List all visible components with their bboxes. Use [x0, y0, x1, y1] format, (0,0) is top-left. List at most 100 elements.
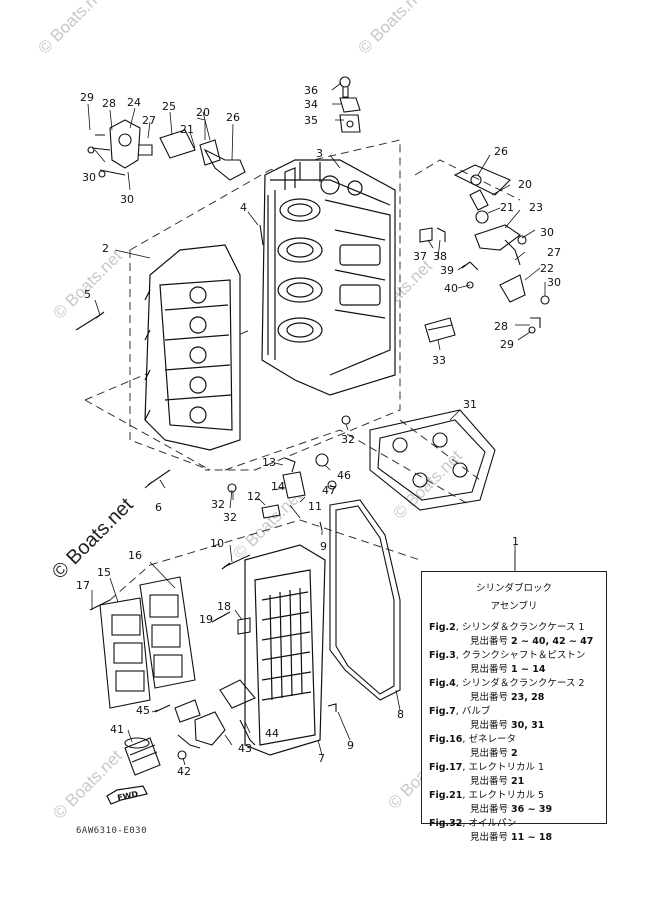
watermark: © Boats.net [34, 0, 111, 58]
callout-30: 30 [120, 193, 134, 206]
legend-row: Fig.16, ゼネレータ [429, 734, 516, 745]
callout-24: 24 [127, 96, 141, 109]
callout-8: 8 [397, 708, 404, 721]
crankcase [144, 244, 241, 451]
callout-34: 34 [304, 98, 318, 111]
legend-ref: 見出番号 2 ~ 40, 42 ~ 47 [470, 636, 594, 647]
callout-28: 28 [102, 97, 116, 110]
callout-32: 32 [211, 498, 225, 511]
callout-7: 7 [318, 752, 325, 765]
callout-15: 15 [97, 566, 111, 579]
legend-ref: 見出番号 1 ~ 14 [470, 664, 546, 675]
legend-row: Fig.32, オイルパン [429, 818, 517, 829]
callout-35: 35 [304, 114, 318, 127]
gasket-16 [139, 576, 196, 689]
callout-38: 38 [433, 250, 447, 263]
legend-row: Fig.2, シリンダ＆クランクケース 1 [429, 622, 585, 633]
callout-43: 43 [238, 742, 252, 755]
callout-30: 30 [547, 276, 561, 289]
callout-40: 40 [444, 282, 458, 295]
callout-23: 23 [529, 201, 543, 214]
callout-3: 3 [316, 147, 323, 160]
callout-1: 1 [512, 535, 519, 548]
callout-42: 42 [177, 765, 191, 778]
callout-9: 9 [347, 739, 354, 752]
callout-46: 46 [337, 469, 351, 482]
legend-ref: 見出番号 21 [470, 776, 525, 787]
callout-26: 26 [494, 145, 508, 158]
callout-32: 32 [341, 433, 355, 446]
sensor-group-top [339, 76, 361, 133]
callout-36: 36 [304, 84, 318, 97]
callout-41: 41 [110, 723, 124, 736]
cylinder-block [261, 159, 396, 396]
callout-31: 31 [463, 398, 477, 411]
thermostat-group-left [87, 119, 246, 181]
callout-12: 12 [247, 490, 261, 503]
callout-27: 27 [547, 246, 561, 259]
bolts [75, 224, 264, 713]
callout-5: 5 [84, 288, 91, 301]
callout-19: 19 [199, 613, 213, 626]
side-watermark: © Boats.net [48, 494, 138, 584]
watermark: © Boats.net [49, 246, 126, 323]
fwd-arrow-icon: FWD [106, 785, 148, 805]
callout-21: 21 [500, 201, 514, 214]
assembly-legend: シリンダブロック アセンブリ Fig.2, シリンダ＆クランクケース 1 見出番… [421, 571, 607, 843]
callout-25: 25 [162, 100, 176, 113]
callout-9: 9 [320, 540, 327, 553]
legend-row: Fig.21, エレクトリカル 5 [429, 790, 545, 801]
legend-ref: 見出番号 36 ~ 39 [470, 804, 553, 815]
callout-37: 37 [413, 250, 427, 263]
callout-27: 27 [142, 114, 156, 127]
legend-ref: 見出番号 30, 31 [470, 720, 545, 731]
fwd-label: FWD [117, 789, 140, 802]
callout-45: 45 [136, 704, 150, 717]
callout-22: 22 [540, 262, 554, 275]
callout-32: 32 [223, 511, 237, 524]
callout-26: 26 [226, 111, 240, 124]
oil-pump-group [174, 679, 256, 760]
callout-16: 16 [128, 549, 142, 562]
callout-20: 20 [518, 178, 532, 191]
legend-title-1: シリンダブロック [475, 583, 552, 594]
callout-44: 44 [265, 727, 279, 740]
cover-plate-15 [99, 597, 151, 709]
callout-17: 17 [76, 579, 90, 592]
callout-33: 33 [432, 354, 446, 367]
callout-6: 6 [155, 501, 162, 514]
callout-10: 10 [210, 537, 224, 550]
bracket-33 [419, 227, 479, 343]
callout-numbers: 29 28 24 25 27 21 20 26 30 30 36 34 35 3… [76, 84, 561, 778]
oil-filter-41 [124, 737, 161, 776]
callout-47: 47 [322, 484, 336, 497]
callout-11: 11 [308, 500, 322, 513]
callout-29: 29 [500, 338, 514, 351]
callout-4: 4 [240, 201, 247, 214]
leader-lines [87, 82, 546, 766]
small-parts-center [227, 415, 351, 712]
callout-18: 18 [217, 600, 231, 613]
legend-ref: 見出番号 11 ~ 18 [470, 832, 553, 843]
callout-39: 39 [440, 264, 454, 277]
callout-29: 29 [80, 91, 94, 104]
callout-20: 20 [196, 106, 210, 119]
thermostat-group-right [453, 164, 550, 334]
legend-ref: 見出番号 23, 28 [470, 692, 545, 703]
exhaust-cover [244, 544, 326, 756]
callout-14: 14 [271, 480, 285, 493]
callout-21: 21 [180, 123, 194, 136]
callout-2: 2 [102, 242, 109, 255]
callout-13: 13 [262, 456, 276, 469]
legend-ref: 見出番号 2 [470, 748, 518, 759]
legend-row: Fig.17, エレクトリカル 1 [429, 762, 545, 773]
watermark: © Boats.net [354, 0, 431, 58]
gasket-8 [329, 499, 401, 701]
callout-30: 30 [82, 171, 96, 184]
callout-28: 28 [494, 320, 508, 333]
legend-row: Fig.4, シリンダ＆クランクケース 2 [429, 678, 585, 689]
legend-title-2: アセンブリ [490, 601, 538, 612]
gasket-31 [369, 409, 496, 511]
callout-30: 30 [540, 226, 554, 239]
